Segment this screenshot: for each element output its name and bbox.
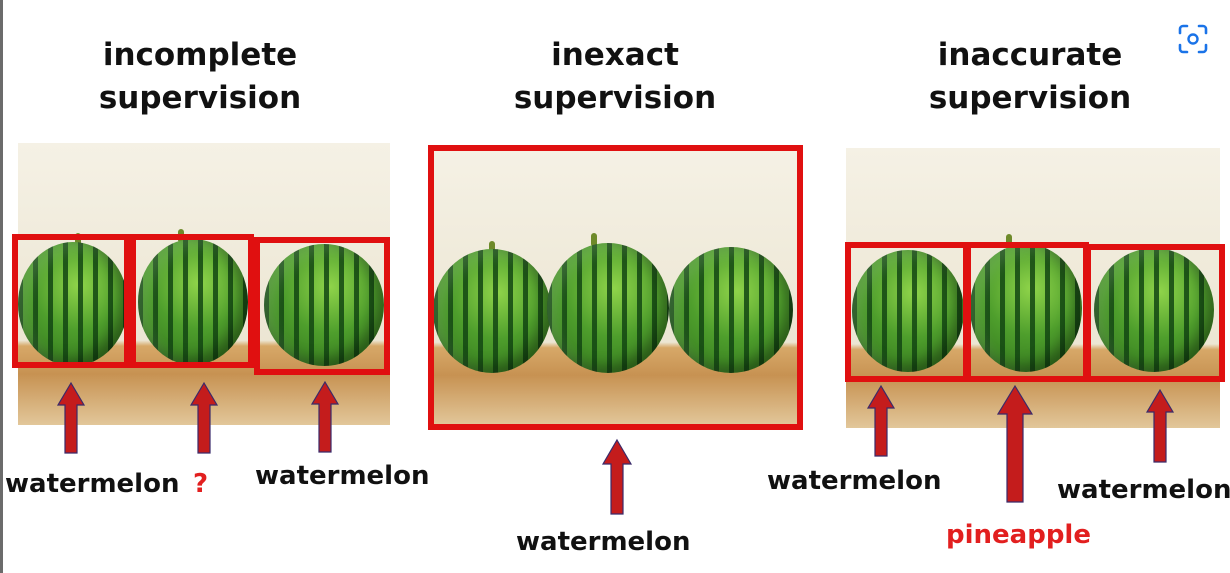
watermelon-1 xyxy=(18,242,128,366)
watermelon-2 xyxy=(138,239,248,365)
instance-box-4 xyxy=(845,242,969,382)
instance-box-1 xyxy=(12,234,130,368)
up-arrow-icon xyxy=(310,380,340,453)
panel2-photo xyxy=(433,149,798,425)
label-pineapple: pineapple xyxy=(946,520,1091,550)
label-watermelon: watermelon xyxy=(255,461,430,491)
watermelon-3 xyxy=(264,244,384,366)
up-arrow-icon xyxy=(189,381,219,454)
watermelon-6 xyxy=(669,247,793,373)
label-unknown: ? xyxy=(193,469,209,499)
watermelon-9 xyxy=(1094,248,1214,372)
label-watermelon: watermelon xyxy=(5,469,180,499)
instance-box-6 xyxy=(1085,244,1225,382)
instance-box-2 xyxy=(130,234,254,368)
left-frame-edge xyxy=(0,0,3,573)
up-arrow-icon xyxy=(866,384,896,457)
focus-lens-icon[interactable] xyxy=(1176,22,1210,56)
up-arrow-icon xyxy=(56,381,86,454)
watermelon-5 xyxy=(547,243,669,373)
instance-box-5 xyxy=(965,242,1089,382)
up-arrow-icon xyxy=(601,438,633,515)
watermelon-7 xyxy=(852,250,964,372)
label-watermelon: watermelon xyxy=(516,527,691,557)
watermelon-4 xyxy=(433,249,551,373)
label-watermelon: watermelon xyxy=(1057,475,1230,505)
instance-box-3 xyxy=(254,237,390,375)
label-watermelon: watermelon xyxy=(767,466,942,496)
up-arrow-icon xyxy=(996,384,1034,503)
up-arrow-icon xyxy=(1145,388,1175,463)
panel1-photo xyxy=(18,143,390,425)
bag-box xyxy=(428,145,803,430)
watermelon-8 xyxy=(970,244,1082,372)
